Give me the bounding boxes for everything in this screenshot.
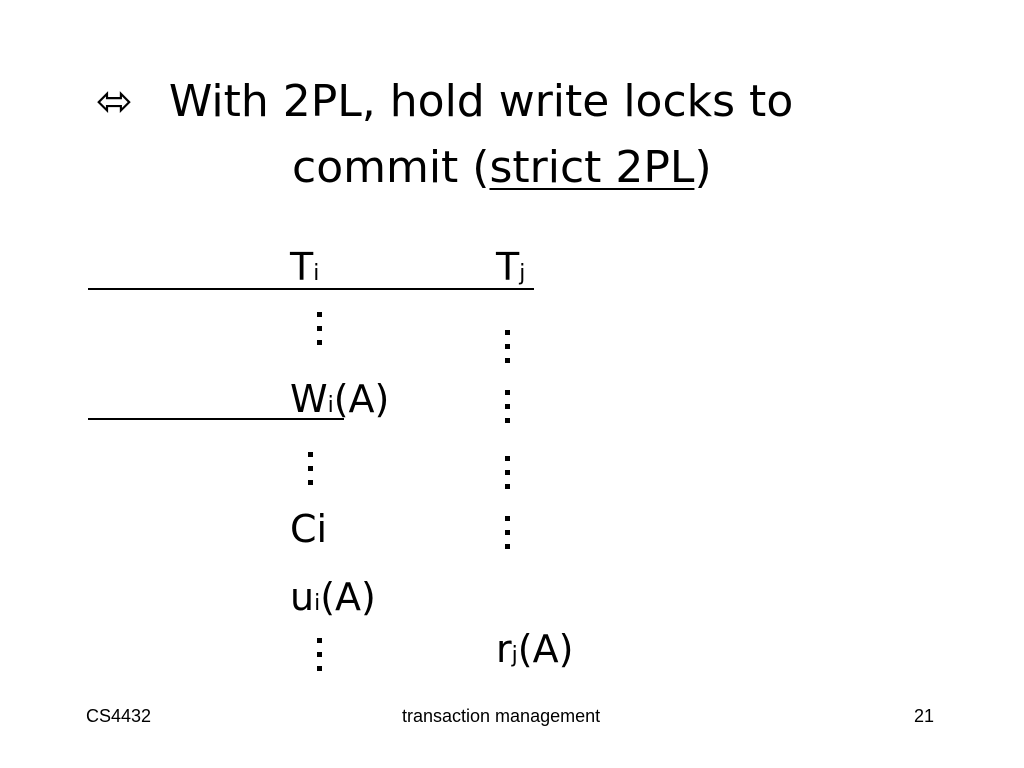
strict-2pl-term: strict 2PL	[489, 142, 695, 193]
vertical-ellipsis-icon	[505, 456, 511, 490]
title-line-2-prefix: commit (	[292, 142, 490, 193]
vertical-ellipsis-icon	[317, 638, 323, 672]
write-operation: Wi(A)	[290, 376, 389, 429]
title-line-1: With 2PL, hold write locks to	[168, 76, 794, 127]
slide-title: ⬄ With 2PL, hold write locks to	[96, 72, 793, 132]
header-underline	[88, 288, 534, 290]
header-i-base: T	[290, 245, 314, 289]
read-op-argument: (A)	[517, 627, 574, 671]
header-j-subscript: j	[519, 261, 526, 286]
footer-course-code: CS4432	[86, 706, 152, 726]
footer-topic: transaction management	[402, 706, 601, 726]
write-op-base: W	[290, 377, 328, 421]
vertical-ellipsis-icon	[505, 516, 511, 550]
commit-operation: Ci	[290, 507, 328, 551]
unlock-operation: ui(A)	[290, 574, 376, 627]
unlock-op-subscript: i	[314, 591, 321, 616]
vertical-ellipsis-icon	[317, 312, 323, 346]
double-arrow-bullet-icon: ⬄	[96, 76, 133, 127]
title-line-2-suffix: )	[694, 142, 712, 193]
write-op-argument: (A)	[333, 377, 390, 421]
title-line-2: commit (strict 2PL)	[292, 138, 712, 198]
unlock-op-base: u	[290, 575, 315, 619]
read-op-subscript: j	[511, 643, 518, 668]
write-underline	[88, 418, 344, 420]
unlock-op-argument: (A)	[320, 575, 376, 619]
write-op-subscript: i	[327, 393, 334, 418]
read-op-base: r	[496, 627, 512, 671]
read-operation: rj(A)	[496, 626, 573, 679]
transaction-j-header: Tj	[496, 244, 525, 297]
transaction-i-header: Ti	[290, 244, 319, 297]
footer-page-number: 21	[914, 706, 935, 726]
vertical-ellipsis-icon	[505, 330, 511, 364]
vertical-ellipsis-icon	[308, 452, 314, 486]
header-i-subscript: i	[313, 261, 320, 286]
vertical-ellipsis-icon	[505, 390, 511, 424]
header-j-base: T	[496, 245, 520, 289]
